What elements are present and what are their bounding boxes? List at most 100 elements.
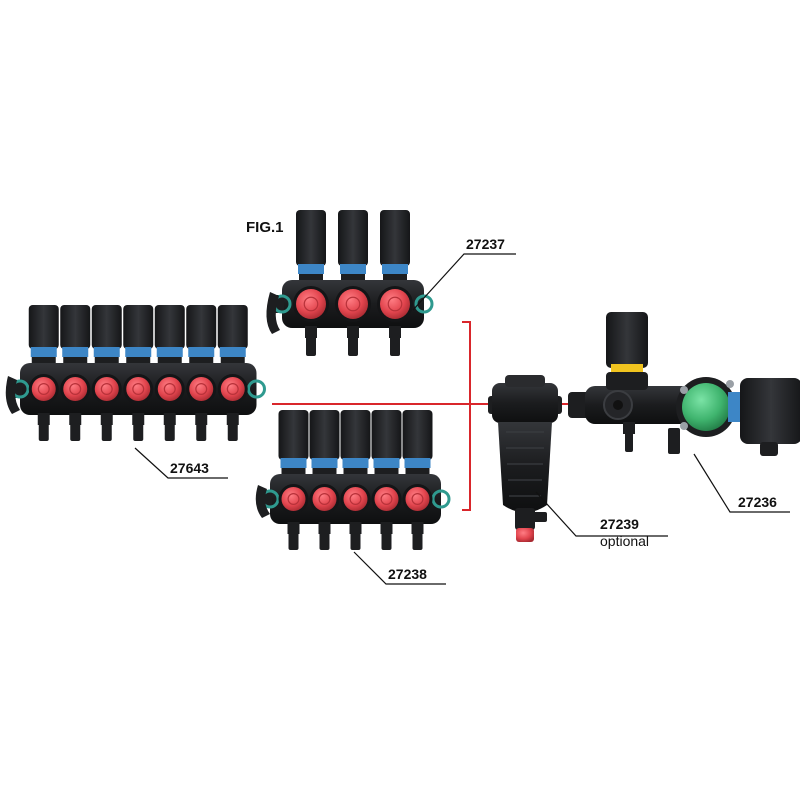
figure-label: FIG.1 [246, 219, 284, 236]
actuator-icon [154, 305, 185, 349]
outlet-nozzle-icon [348, 336, 358, 356]
valve-group-3-section [266, 210, 434, 356]
outlet-nozzle-icon [412, 532, 423, 550]
blue-band [30, 347, 57, 357]
outlet-stem [411, 522, 424, 534]
outlet-nozzle-icon [38, 423, 49, 441]
pressure-knob-icon [312, 487, 337, 511]
outlet-nozzle-icon [101, 423, 112, 441]
pressure-knob-icon [189, 377, 214, 401]
outlet-nozzle-icon [306, 336, 316, 356]
knob-center [380, 493, 393, 506]
actuator-neck [94, 357, 119, 367]
actuator-icon [28, 305, 59, 349]
outlet-stem [69, 413, 82, 425]
actuator-icon [606, 312, 648, 368]
pressure-knob-icon [682, 383, 730, 431]
actuator-neck [405, 468, 430, 478]
blue-band [342, 458, 369, 468]
hose-elbow [255, 485, 270, 518]
pressure-knob-icon [31, 377, 56, 401]
hose-elbow [266, 292, 280, 334]
blue-band [280, 458, 307, 468]
actuator-icon [371, 410, 402, 460]
knob-center [345, 296, 361, 312]
actuator-neck [31, 357, 56, 367]
knob-center [132, 383, 145, 396]
actuator-neck [299, 274, 323, 284]
motor-housing [740, 378, 800, 444]
knob-center [226, 383, 239, 396]
label-27236: 27236 [738, 494, 777, 510]
outlet-nozzle-icon [133, 423, 144, 441]
knob-center [37, 383, 50, 396]
label-27238: 27238 [388, 566, 427, 582]
actuator-icon [217, 305, 248, 349]
outlet-stem [195, 413, 208, 425]
filter-unit [488, 375, 562, 542]
actuator-icon [186, 305, 217, 349]
label-27643: 27643 [170, 460, 209, 476]
outlet-nozzle-icon [350, 532, 361, 550]
yellow-band [611, 364, 643, 373]
actuator-icon [123, 305, 154, 349]
outlet-stem [163, 413, 176, 425]
pressure-knob-icon [281, 487, 306, 511]
blue-band [125, 347, 152, 357]
blue-band [311, 458, 338, 468]
actuator-icon [402, 410, 433, 460]
actuator-neck [343, 468, 368, 478]
outlet-stem [305, 326, 317, 338]
valve-group-5-section [255, 410, 451, 550]
blue-band [62, 347, 89, 357]
outlet-stem [318, 522, 331, 534]
blue-band [219, 347, 246, 357]
blue-band [156, 347, 183, 357]
main-control-valve [568, 312, 800, 456]
outlet-nozzle-icon [319, 532, 330, 550]
knob-center [318, 493, 331, 506]
actuator-icon [338, 210, 368, 266]
pressure-knob-icon [380, 289, 410, 319]
hose-elbow [5, 376, 20, 414]
actuator-neck [383, 274, 407, 284]
blue-band [373, 458, 400, 468]
outlet-nozzle-icon [196, 423, 207, 441]
actuator-neck [126, 357, 151, 367]
pressure-knob-icon [63, 377, 88, 401]
actuator-icon [380, 210, 410, 266]
actuator-icon [278, 410, 309, 460]
actuator-icon [340, 410, 371, 460]
knob-center [100, 383, 113, 396]
outlet-nozzle-icon [381, 532, 392, 550]
blue-band [298, 264, 324, 274]
knob-center [387, 296, 403, 312]
drain-cap-icon [516, 528, 534, 542]
blue-band [404, 458, 431, 468]
actuator-icon [60, 305, 91, 349]
blue-band [93, 347, 120, 357]
actuator-neck [312, 468, 337, 478]
leader-lines [134, 253, 790, 585]
knob-center [69, 383, 82, 396]
blue-band [188, 347, 215, 357]
pressure-knob-icon [94, 377, 119, 401]
pressure-knob-icon [405, 487, 430, 511]
outlet-nozzle-icon [390, 336, 400, 356]
outlet-stem [347, 326, 359, 338]
label-27239: 27239 [600, 516, 639, 532]
knob-center [349, 493, 362, 506]
pressure-knob-icon [374, 487, 399, 511]
knob-center [195, 383, 208, 396]
seal-ring-icon [431, 489, 451, 509]
outlet-stem [226, 413, 239, 425]
pressure-knob-icon [157, 377, 182, 401]
outlet-nozzle-icon [288, 532, 299, 550]
seal-ring-icon [414, 294, 434, 314]
outlet-stem [132, 413, 145, 425]
outlet-stem [380, 522, 393, 534]
outlet-nozzle-icon [227, 423, 238, 441]
outlet-stem [37, 413, 50, 425]
pressure-knob-icon [220, 377, 245, 401]
pressure-knob-icon [343, 487, 368, 511]
